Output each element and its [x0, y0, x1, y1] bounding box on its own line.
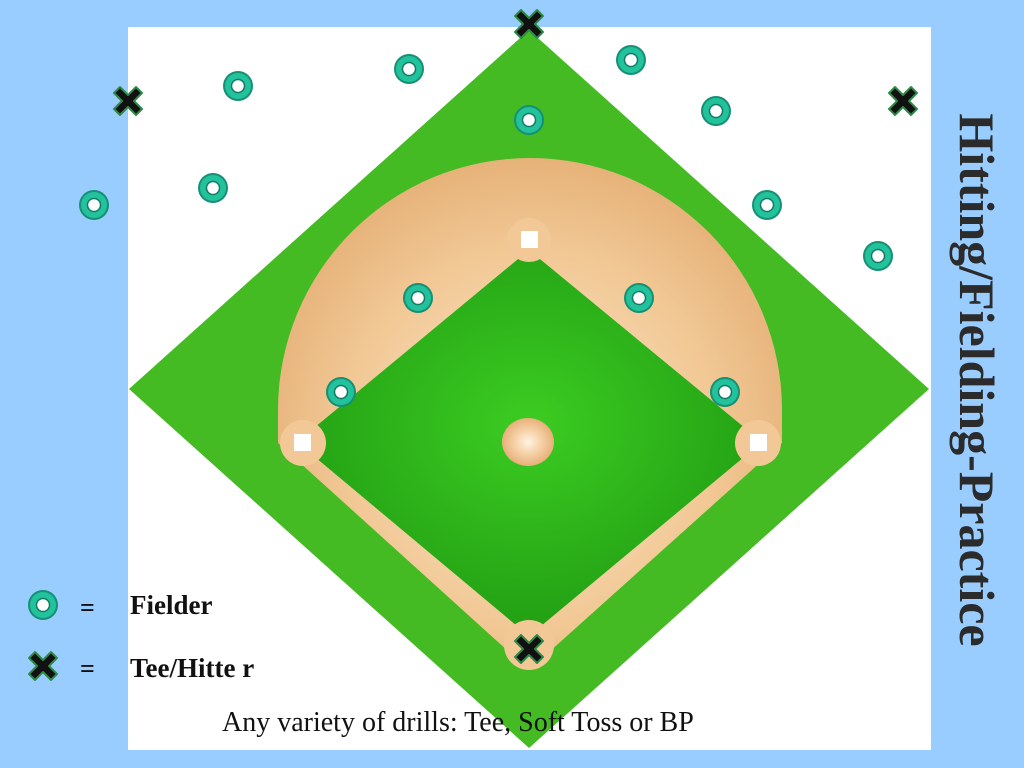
fielder-ring-icon [513, 104, 545, 136]
fielder-ring-icon [862, 240, 894, 272]
fielder-ring-icon [751, 189, 783, 221]
legend-hitter-icon [28, 651, 58, 681]
fielder-ring-icon [78, 189, 110, 221]
third-base [294, 434, 311, 451]
fielder-ring-icon [197, 172, 229, 204]
drill-caption: Any variety of drills: Tee, Soft Toss or… [222, 707, 694, 738]
legend-fielder-label: Fielder [130, 590, 213, 620]
slide-title: Hitting/Fielding-Practice [949, 113, 1005, 647]
fielder-ring-icon [623, 282, 655, 314]
legend-fielder-equals: = [80, 593, 95, 622]
fielder-ring-icon [393, 53, 425, 85]
fielder-ring-icon [325, 376, 357, 408]
fielder-ring-icon [615, 44, 647, 76]
fielder-ring-icon [709, 376, 741, 408]
fielder-ring-icon [700, 95, 732, 127]
second-base [521, 231, 538, 248]
tee-hitter-x-icon [888, 86, 918, 116]
first-base [750, 434, 767, 451]
tee-hitter-x-icon [113, 86, 143, 116]
legend-fielder-icon [27, 589, 59, 621]
fielder-ring-icon [402, 282, 434, 314]
legend-hitter-equals: = [80, 654, 95, 683]
legend-hitter-label: Tee/Hitte r [130, 653, 255, 683]
fielder-ring-icon [222, 70, 254, 102]
pitchers-mound [502, 418, 554, 466]
